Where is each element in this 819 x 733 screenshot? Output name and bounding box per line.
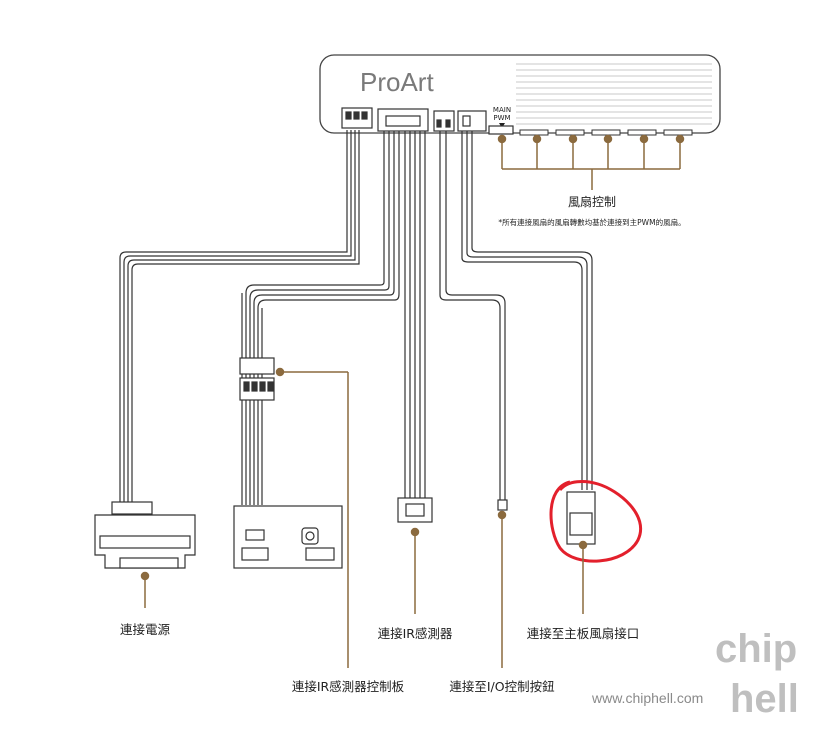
label-power: 連接電源 xyxy=(120,622,171,637)
sata-power-connector xyxy=(94,501,196,569)
main-pwm-label-2: PWM xyxy=(493,114,510,122)
mobo-fan-connector xyxy=(566,491,596,545)
label-ir-board: 連接IR感測器控制板 xyxy=(292,679,405,694)
highlight-circle xyxy=(549,480,642,563)
watermark: www.chiphell.com chip hell xyxy=(591,627,799,721)
hub-vent xyxy=(516,63,712,125)
leader-lines xyxy=(140,367,588,668)
ir-board-inline-connector xyxy=(239,357,275,401)
fan-control-note: *所有連接風扇的風扇轉數均基於連接到主PWM的風扇。 xyxy=(498,217,685,227)
watermark-logo-top: chip xyxy=(715,627,797,671)
fan-headers xyxy=(519,129,693,136)
hub-brand: ProArt xyxy=(360,67,434,97)
fan-control-bracket xyxy=(497,134,685,190)
io-button-cable-end xyxy=(497,499,508,511)
hub-connectors xyxy=(341,107,514,135)
ir-control-board xyxy=(233,505,343,569)
fan-control-label: 風扇控制 xyxy=(568,194,616,209)
label-io-button: 連接至I/O控制按鈕 xyxy=(449,679,555,694)
label-mobo-fan: 連接至主板風扇接口 xyxy=(527,626,640,641)
ir-sensor-connector xyxy=(397,497,433,523)
label-ir-sensor: 連接IR感測器 xyxy=(378,626,453,641)
cables xyxy=(119,130,593,505)
main-pwm-label: MAIN xyxy=(493,106,511,114)
watermark-logo-bottom: hell xyxy=(730,677,799,721)
proart-hub: ProArt MAIN PWM xyxy=(319,54,721,136)
watermark-url: www.chiphell.com xyxy=(591,690,703,706)
